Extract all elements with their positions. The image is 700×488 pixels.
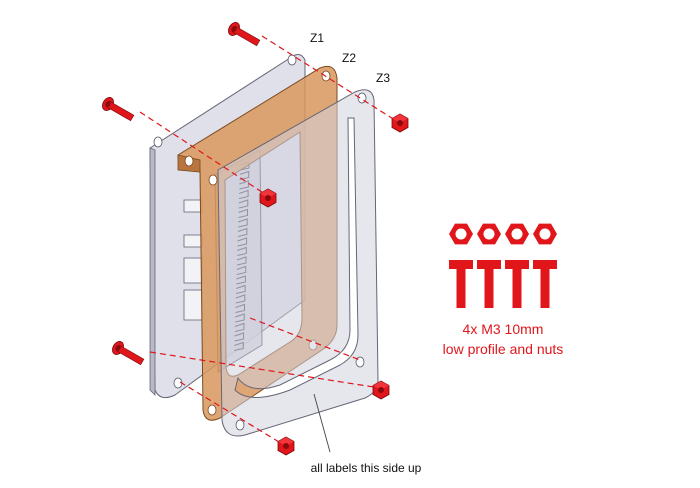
screw-middle — [99, 94, 137, 125]
screw-bottom — [109, 338, 147, 369]
nut-bottom — [277, 436, 295, 456]
label-z2: Z2 — [342, 51, 356, 65]
parts-screw-icon — [449, 260, 473, 308]
parts-icons — [449, 223, 557, 308]
label-z1: Z1 — [310, 31, 324, 45]
parts-screw-icon — [533, 260, 557, 308]
label-z3: Z3 — [376, 71, 390, 85]
nut-middle — [259, 188, 277, 208]
note-text: all labels this side up — [311, 461, 422, 475]
nut-bottom-right — [372, 380, 390, 400]
parts-line-1: 4x M3 10mm — [463, 321, 544, 337]
note-leader-line — [313, 393, 331, 453]
parts-line-2: low profile and nuts — [443, 341, 564, 357]
parts-nut-icon — [449, 223, 473, 245]
parts-screw-icon — [477, 260, 501, 308]
parts-nut-icon — [477, 223, 501, 245]
parts-screw-icon — [505, 260, 529, 308]
nut-top-right — [391, 113, 409, 133]
parts-nut-icon — [505, 223, 529, 245]
parts-nut-icon — [533, 223, 557, 245]
screw-top — [225, 19, 263, 50]
assembly-lines — [139, 35, 399, 446]
